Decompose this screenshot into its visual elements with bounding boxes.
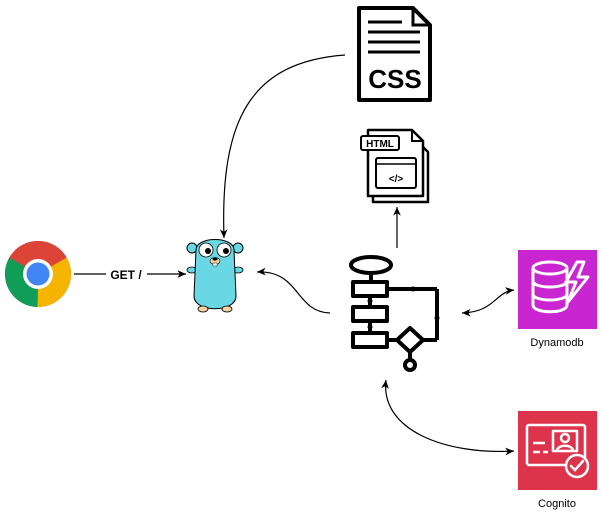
dynamodb-icon bbox=[518, 250, 597, 329]
flowchart-connector-dots bbox=[367, 286, 440, 330]
cognito-icon bbox=[518, 411, 597, 490]
dynamodb-label: Dynamodb bbox=[530, 337, 583, 349]
html-file-label: HTML bbox=[366, 139, 394, 150]
edge-flowchart-cognito bbox=[381, 379, 515, 456]
css-file-label: CSS bbox=[368, 64, 421, 94]
flowchart-icon bbox=[349, 255, 439, 372]
edge-flowchart-to-gopher bbox=[256, 267, 331, 314]
html-file-icon: HTML </> bbox=[360, 128, 430, 204]
get-edge-label: GET / bbox=[110, 268, 142, 282]
edge-css-to-gopher bbox=[219, 54, 346, 239]
go-gopher-icon bbox=[186, 239, 244, 313]
edge-flowchart-dynamodb bbox=[461, 287, 515, 317]
html-code-glyph: </> bbox=[389, 174, 404, 185]
chrome-icon bbox=[4, 240, 72, 308]
css-file-icon: CSS bbox=[357, 6, 432, 102]
cognito-label: Cognito bbox=[538, 498, 576, 510]
